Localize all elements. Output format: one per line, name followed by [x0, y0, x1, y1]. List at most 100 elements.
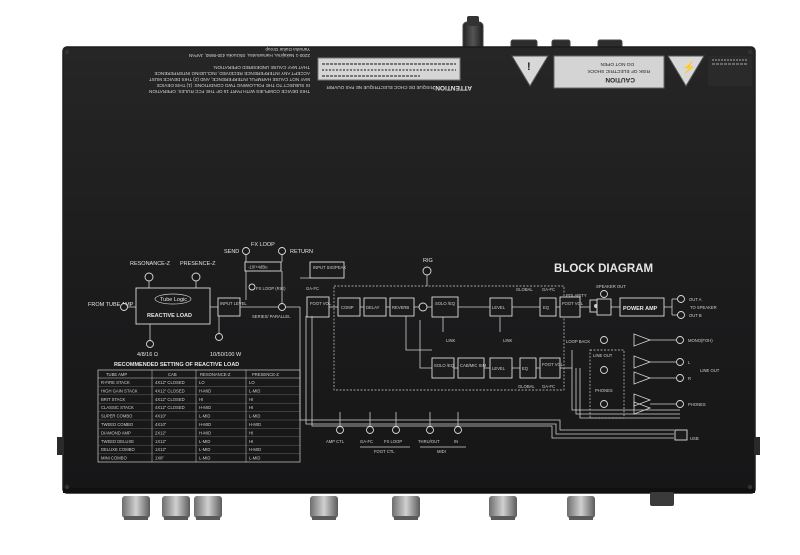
fcc-line: THAT MAY CAUSE UNDESIRED OPERATION. [213, 65, 310, 70]
svg-text:1X8": 1X8" [155, 456, 164, 461]
ga-fc-label: GA-FC [542, 287, 555, 292]
polarity-label: POLARITY [566, 293, 587, 298]
fcc-line: MAY NOT CAUSE HARMFUL INTERFERENCE, AND … [149, 77, 310, 82]
svg-text:H-MID: H-MID [199, 405, 211, 410]
foot-vol-label: FOOT VOL [310, 301, 332, 306]
svg-text:L-MID: L-MID [249, 456, 260, 461]
thru-out-label: THRU/OUT [418, 439, 440, 444]
return-label: RETURN [290, 249, 313, 255]
svg-text:H-MID: H-MID [199, 430, 211, 435]
comp-label: COMP [341, 305, 354, 310]
svg-text:TWEED DELUXE: TWEED DELUXE [101, 439, 134, 444]
attention-line: ATTENTION: RISQUE DE CHOC ELECTRIQUE NE … [326, 84, 472, 91]
watts-switch-icon [215, 333, 223, 341]
block-diagram: RESONANCE-Z PRESENCE-Z Tube Logic REACTI… [88, 242, 720, 454]
out-a-jack-icon [677, 295, 685, 303]
svg-text:4X12" CLOSED: 4X12" CLOSED [155, 388, 185, 393]
svg-text:4X10": 4X10" [155, 422, 167, 427]
resonance-knob-icon [144, 272, 154, 282]
svg-text:HI: HI [199, 397, 203, 402]
caution-line: DO NOT OPEN [600, 61, 634, 67]
fcc-line: ACCEPT ANY INTERFERENCE RECEIVED, INCLUD… [154, 71, 310, 76]
ga-fc-jack-icon [366, 426, 374, 434]
global-label: GLOBAL [518, 384, 535, 389]
table-row: R-FIRE STACK 4X12" CLOSED LO LO [101, 380, 255, 385]
svg-text:4X12" CLOSED: 4X12" CLOSED [155, 380, 185, 385]
svg-text:HIGH GAIN STACK: HIGH GAIN STACK [101, 388, 138, 393]
exclamation-icon: ! [527, 61, 531, 73]
svg-text:DIAMOND AMP: DIAMOND AMP [101, 430, 131, 435]
svg-text:HI: HI [249, 430, 253, 435]
fx-loop-rig-led-icon [248, 283, 256, 291]
mono-jack-icon [676, 336, 684, 344]
to-speaker-label: TO SPEAKER [690, 305, 717, 310]
l-label: L [688, 360, 691, 365]
amp-ctl-label: AMP CTL [326, 439, 345, 444]
knob-4 [310, 496, 338, 520]
solo-eq-label: SOLO /EQ [435, 301, 456, 306]
knob-7 [567, 496, 595, 520]
in-label: IN [454, 439, 458, 444]
db-switch-box [244, 261, 282, 272]
table-row: MINI COMBO 1X8" L-MID L-MID [101, 456, 260, 461]
reverb-label: REVERB [392, 305, 409, 310]
front-knobs[interactable] [122, 492, 674, 520]
phones-jack [650, 492, 674, 506]
svg-text:L-MID: L-MID [199, 456, 210, 461]
line-out-r-jack-icon [676, 374, 684, 382]
knob-6 [489, 496, 517, 520]
speaker-out-label: SPEAKER OUT [596, 284, 626, 289]
rig-label: RIG [423, 258, 433, 264]
svg-text:DELUXE COMBO: DELUXE COMBO [101, 447, 135, 452]
svg-text:LO: LO [249, 380, 255, 385]
warning-label [317, 57, 461, 81]
foot-vol-box-3 [539, 357, 561, 379]
input-sig-peak-box [309, 261, 345, 279]
svg-text:HI: HI [249, 405, 253, 410]
svg-text:SUPER COMBO: SUPER COMBO [101, 414, 133, 419]
attention-title: ATTENTION: [433, 84, 472, 91]
table-header: PRESENCE-Z [252, 372, 279, 377]
fcc-notice: THIS DEVICE COMPLIES WITH PART 15 OF THE… [149, 47, 310, 94]
solo-eq-box-lower [431, 357, 455, 379]
fx-loop-ctl-label: FX LOOP [384, 439, 402, 444]
knob-3 [194, 496, 222, 520]
delay-label: DELAY [366, 305, 380, 310]
address-line: 2200-1 Nakajima, Hamamatsu, Shizuoka 430… [189, 53, 310, 58]
fcc-line: IS SUBJECT TO THE FOLLOWING TWO CONDITIO… [157, 83, 310, 88]
svg-text:HI: HI [249, 397, 253, 402]
midi-label: MIDI [437, 449, 446, 454]
svg-text:L-MID: L-MID [249, 414, 260, 419]
table-row: TWEED DELUXE 1X12" L-MID HI [101, 439, 253, 444]
screws [64, 49, 753, 490]
r-label: R [688, 376, 691, 381]
db-label: -10/+4dBu [248, 265, 268, 270]
presence-label: PRESENCE-Z [180, 261, 216, 267]
table-header: CAB [168, 372, 177, 377]
svg-text:L-MID: L-MID [199, 447, 210, 452]
svg-text:R-FIRE STACK: R-FIRE STACK [101, 380, 130, 385]
mono-knob-icon [600, 336, 608, 344]
ga-fc-label: GA-FC [360, 439, 373, 444]
eq-label: EQ [522, 366, 529, 371]
cab-mic-sim-box [457, 357, 485, 379]
global-label: GLOBAL [516, 287, 533, 292]
mono-label: MONO(FOH) [688, 338, 713, 343]
foot-ctl-label: FOOT CTL [374, 449, 395, 454]
presence-knob-icon [191, 272, 201, 282]
link-label: LINK [446, 338, 456, 343]
input-sig-peak-label: INPUT SIG/PEAK [313, 265, 346, 270]
line-out-label: LINE OUT [593, 353, 613, 358]
thru-out-jack-icon [426, 426, 434, 434]
knob-5 [392, 496, 420, 520]
ga-fc-label: GA-FC [306, 286, 319, 291]
svg-text:CLASSIC STACK: CLASSIC STACK [101, 405, 134, 410]
loop-back-label: LOOP BACK [566, 339, 590, 344]
send-label: SEND [224, 249, 239, 255]
input-jack-icon [120, 303, 128, 311]
attention-text: RISQUE DE CHOC ELECTRIQUE NE PAS OUVRIR [326, 85, 434, 90]
svg-text:1X12": 1X12" [155, 439, 167, 444]
table-header: RESONANCE-Z [200, 372, 231, 377]
level-label: LEVEL [492, 305, 506, 310]
